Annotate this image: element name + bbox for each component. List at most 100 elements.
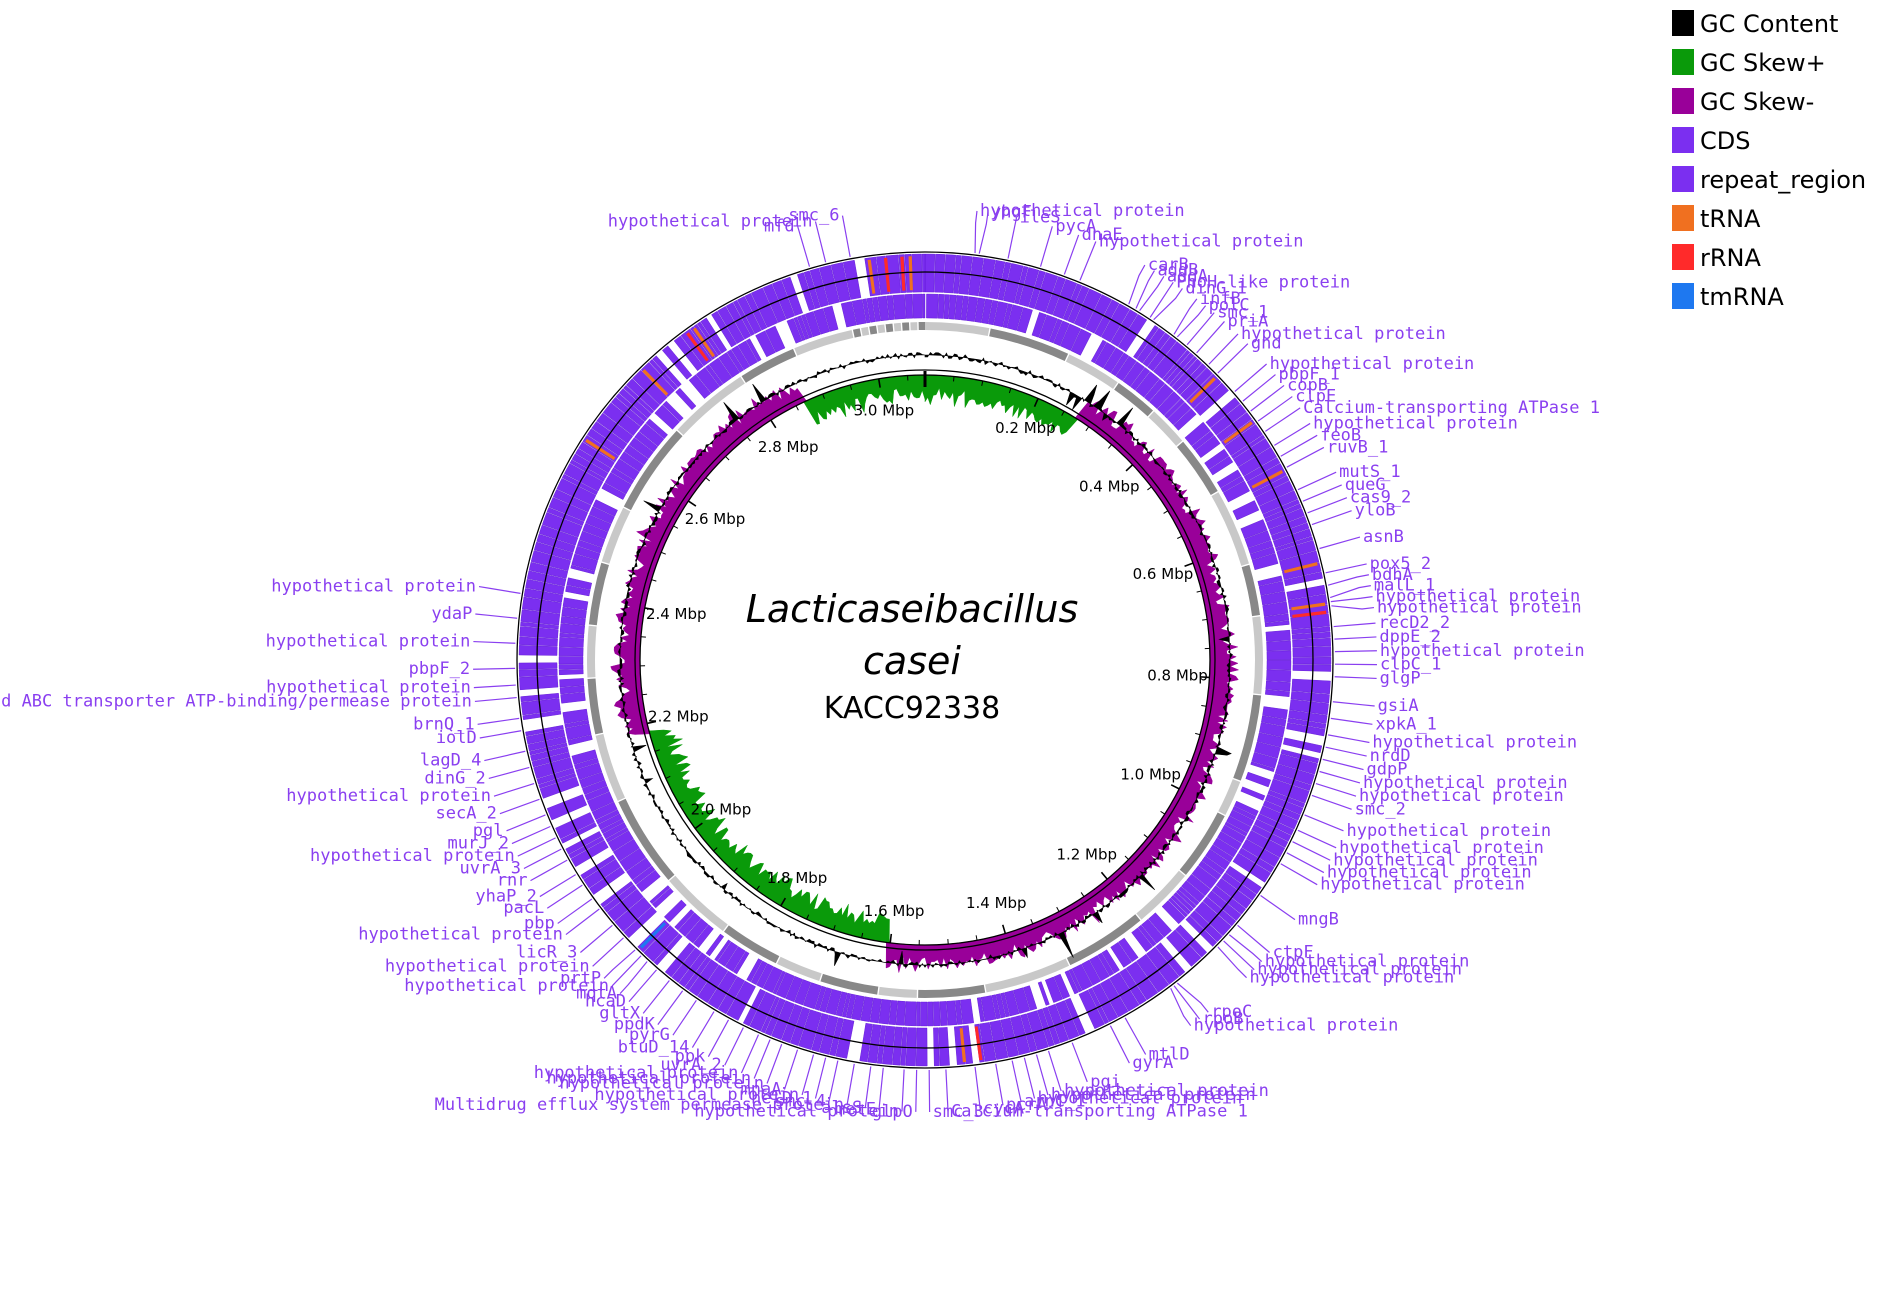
cds-feature bbox=[912, 293, 923, 319]
contig-segment bbox=[618, 798, 675, 880]
legend-swatch bbox=[1672, 10, 1694, 36]
cds-feature bbox=[1014, 265, 1029, 305]
cds-feature bbox=[733, 951, 750, 975]
cds-feature bbox=[613, 838, 640, 862]
cds-feature bbox=[1262, 601, 1289, 617]
cds-feature bbox=[1087, 987, 1110, 1025]
cds-feature bbox=[1243, 457, 1281, 482]
cds-feature bbox=[1292, 637, 1331, 648]
cds-feature bbox=[904, 1001, 917, 1027]
gene-label: pbpF_2 bbox=[409, 659, 470, 679]
gene-leader-line bbox=[1223, 940, 1255, 971]
cds-feature bbox=[564, 463, 604, 492]
gene-leader-line bbox=[511, 825, 551, 845]
cds-feature bbox=[519, 626, 559, 639]
contig-segment bbox=[1241, 564, 1260, 617]
tick-mark bbox=[1196, 590, 1202, 593]
gene-label: Calcium-transporting ATPase 1 bbox=[951, 1101, 1248, 1121]
cds-reverse-track bbox=[558, 293, 1292, 1027]
cds-feature bbox=[976, 997, 985, 1022]
tick-label: 1.0 Mbp bbox=[1120, 765, 1181, 783]
gene-leader-line bbox=[546, 884, 583, 909]
title-species: casei bbox=[863, 639, 961, 683]
cds-feature bbox=[717, 306, 745, 344]
cds-feature bbox=[643, 925, 680, 962]
cds-feature bbox=[536, 767, 575, 785]
gene-leader-line bbox=[1264, 407, 1301, 432]
tick-mark bbox=[1033, 398, 1039, 407]
tick-label: 0.4 Mbp bbox=[1079, 478, 1140, 496]
gene-label: mfd bbox=[764, 216, 795, 236]
cds-feature bbox=[529, 742, 568, 756]
tick-mark bbox=[678, 801, 684, 805]
cds-feature bbox=[1166, 929, 1202, 967]
cds-feature bbox=[1157, 391, 1182, 416]
gene-label: addA bbox=[1167, 266, 1208, 286]
gene-label: gnd bbox=[1251, 334, 1282, 354]
gene-label: uvrA_2 bbox=[660, 1055, 721, 1075]
cds-feature bbox=[562, 708, 589, 725]
gene-label: dnaE bbox=[1082, 225, 1123, 245]
legend-label: CDS bbox=[1700, 127, 1750, 155]
tick-mark bbox=[1107, 444, 1113, 449]
cds-feature bbox=[840, 301, 857, 328]
cds-feature bbox=[746, 958, 763, 983]
cds-feature bbox=[571, 453, 609, 479]
cds-feature bbox=[1259, 805, 1299, 830]
cds-feature bbox=[1186, 873, 1211, 896]
cds-feature bbox=[1275, 536, 1314, 552]
tick-mark bbox=[1202, 618, 1208, 621]
gene-label: hypothetical protein bbox=[1377, 598, 1582, 618]
cds-feature bbox=[1233, 438, 1271, 467]
cds-feature bbox=[533, 541, 574, 561]
cds-feature bbox=[610, 467, 635, 485]
cds-feature bbox=[579, 772, 605, 789]
cds-feature bbox=[1175, 924, 1208, 958]
cds-feature bbox=[654, 404, 680, 430]
cds-feature bbox=[781, 1004, 803, 1044]
cds-feature bbox=[1018, 267, 1040, 308]
genome-title: Lacticaseibacillus casei KACC92338 bbox=[746, 587, 1079, 726]
tick-mark bbox=[1030, 919, 1034, 925]
cds-feature bbox=[634, 431, 658, 453]
gene-label: hypothetical protein bbox=[1038, 1089, 1243, 1109]
legend-label: tmRNA bbox=[1700, 283, 1784, 311]
gene-label: gyrA bbox=[1132, 1053, 1173, 1073]
cds-feature bbox=[755, 330, 776, 358]
gene-label: nrdD bbox=[1370, 746, 1411, 766]
gene-leader-line bbox=[1250, 384, 1285, 412]
cds-feature bbox=[924, 253, 936, 293]
cds-feature bbox=[835, 1018, 855, 1059]
gene-label: hypothetical protein bbox=[534, 1063, 739, 1083]
gene-leader-line bbox=[995, 1063, 1004, 1106]
cds-feature bbox=[561, 606, 587, 619]
cds-feature bbox=[1144, 378, 1165, 402]
cds-feature bbox=[814, 985, 827, 1011]
cds-feature bbox=[1223, 480, 1250, 503]
cds-feature bbox=[1266, 508, 1305, 530]
cds-feature bbox=[1146, 946, 1180, 985]
cds-feature bbox=[819, 1015, 839, 1055]
gene-label: ppk bbox=[675, 1047, 706, 1067]
cds-feature bbox=[801, 314, 813, 339]
cds-feature bbox=[1136, 954, 1170, 993]
tick-label: 1.6 Mbp bbox=[864, 902, 925, 920]
cds-feature bbox=[522, 710, 562, 721]
gene-label: hypothetical protein bbox=[271, 577, 476, 597]
cds-feature bbox=[1259, 490, 1298, 515]
cds-feature bbox=[1259, 722, 1286, 738]
gene-label: mtlD bbox=[1149, 1044, 1190, 1064]
gene-label: hypothetical protein bbox=[1376, 587, 1581, 607]
cds-feature bbox=[1266, 650, 1292, 660]
cds-feature bbox=[560, 692, 586, 704]
cds-feature bbox=[624, 444, 649, 466]
cds-feature bbox=[640, 362, 675, 398]
gene-leader-line bbox=[1311, 794, 1352, 810]
tick-mark bbox=[1184, 562, 1194, 567]
cds-feature bbox=[1109, 972, 1140, 1012]
contig-segment bbox=[1252, 616, 1263, 695]
gene-leader-line bbox=[1307, 497, 1348, 514]
cds-feature bbox=[989, 1019, 1009, 1060]
gene-label: uvrA_3 bbox=[460, 858, 521, 878]
cds-feature bbox=[1238, 847, 1275, 873]
